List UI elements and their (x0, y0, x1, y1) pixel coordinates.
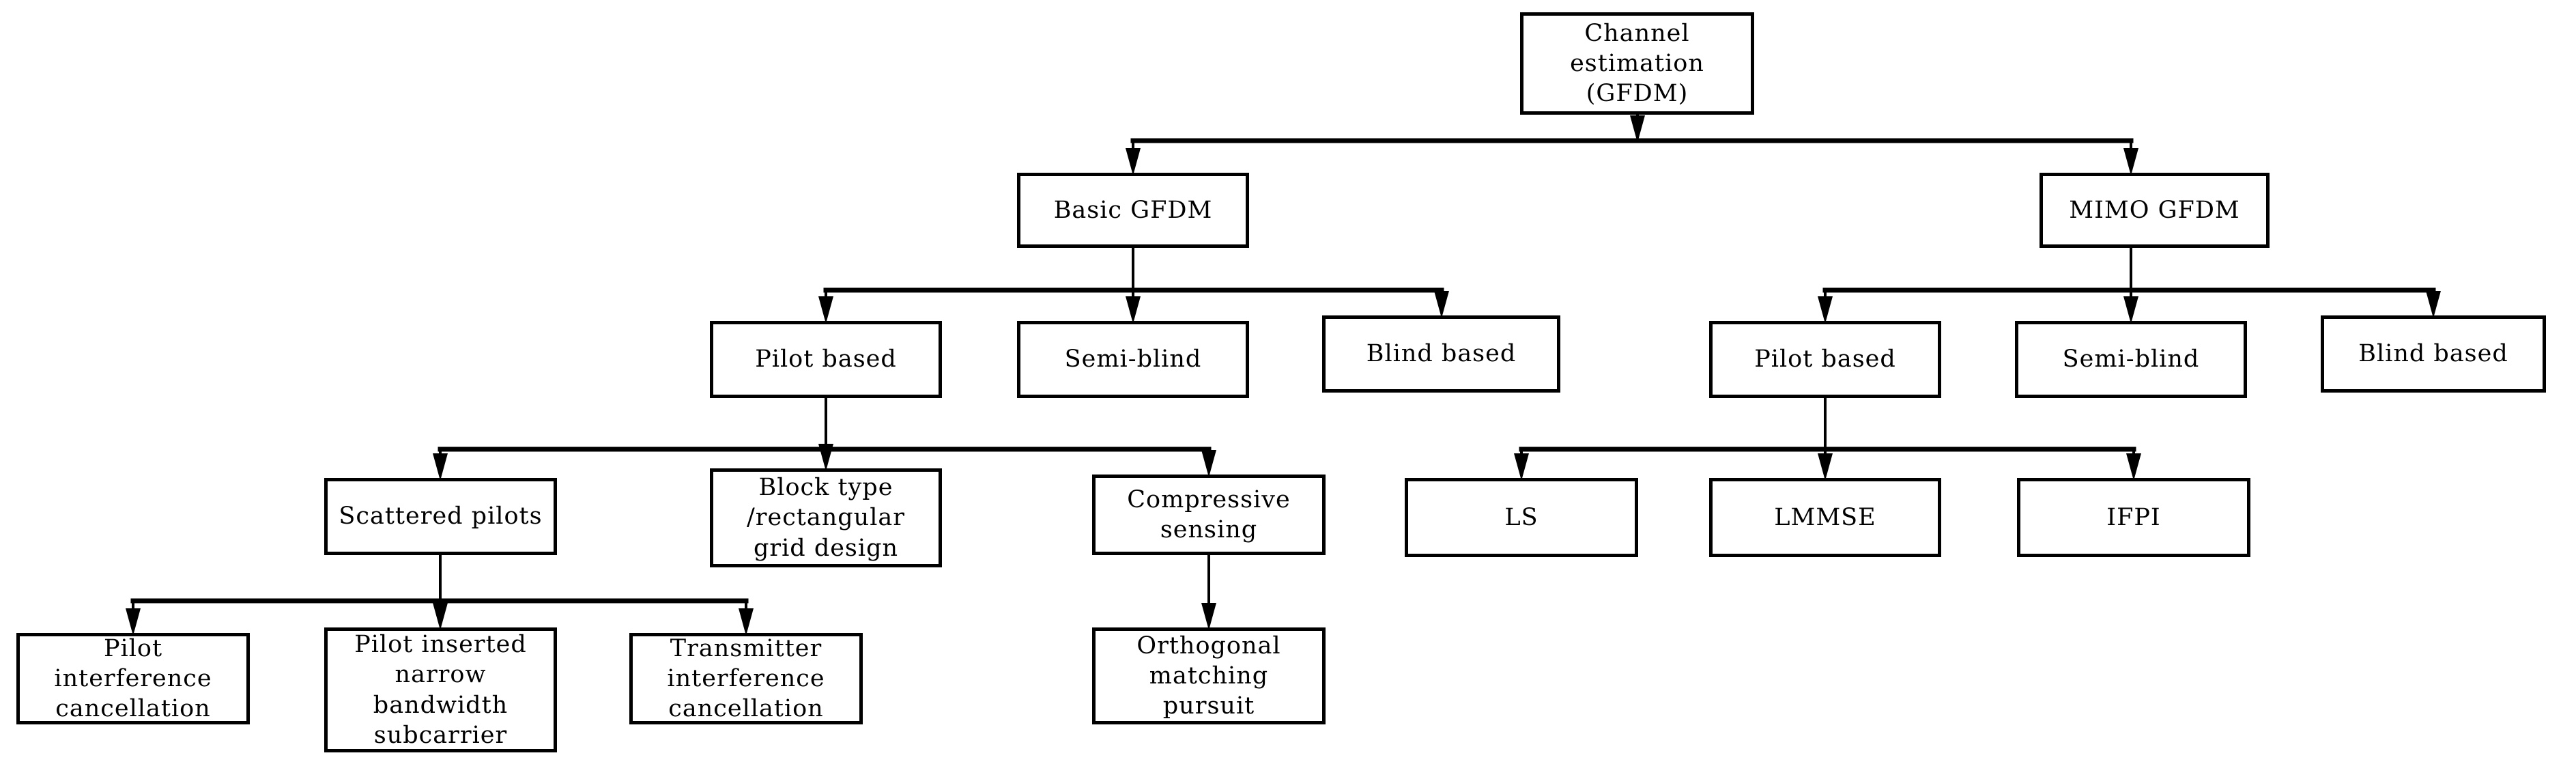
node-transmitter-interference-cancellation: Transmitter interference cancellation (629, 633, 863, 724)
node-scattered-pilots: Scattered pilots (324, 478, 557, 555)
edges-mimo-gfdm (1818, 248, 2441, 324)
edges-compressive-sensing (1201, 555, 1216, 630)
node-semi-blind-basic: Semi-blind (1017, 321, 1249, 398)
node-blind-based-basic: Blind based (1322, 315, 1560, 393)
node-pilot-based-mimo: Pilot based (1709, 321, 1941, 398)
edges-pilot-based-basic (433, 398, 1216, 481)
node-pilot-interference-cancellation: Pilot interference cancellation (16, 633, 250, 724)
node-channel-estimation-gfdm: Channel estimation (GFDM) (1520, 12, 1754, 115)
node-block-type-rectangular-grid-design: Block type /rectangular grid design (710, 468, 942, 567)
edges-scattered-pilots (126, 555, 754, 636)
edges-pilot-based-mimo (1514, 398, 2141, 481)
node-ifpi: IFPI (2017, 478, 2250, 557)
node-lmmse: LMMSE (1709, 478, 1941, 557)
node-mimo-gfdm: MIMO GFDM (2040, 173, 2270, 248)
node-pilot-inserted-narrow-bandwidth-subcarrier: Pilot inserted narrow bandwidth subcarri… (324, 627, 557, 752)
node-basic-gfdm: Basic GFDM (1017, 173, 1249, 248)
node-ls: LS (1405, 478, 1638, 557)
node-blind-based-mimo: Blind based (2321, 315, 2546, 393)
edges-root (1126, 115, 2138, 175)
node-pilot-based-basic: Pilot based (710, 321, 942, 398)
node-compressive-sensing: Compressive sensing (1092, 475, 1326, 555)
node-semi-blind-mimo: Semi-blind (2015, 321, 2247, 398)
node-orthogonal-matching-pursuit: Orthogonal matching pursuit (1092, 627, 1326, 724)
edges-basic-gfdm (818, 248, 1449, 324)
